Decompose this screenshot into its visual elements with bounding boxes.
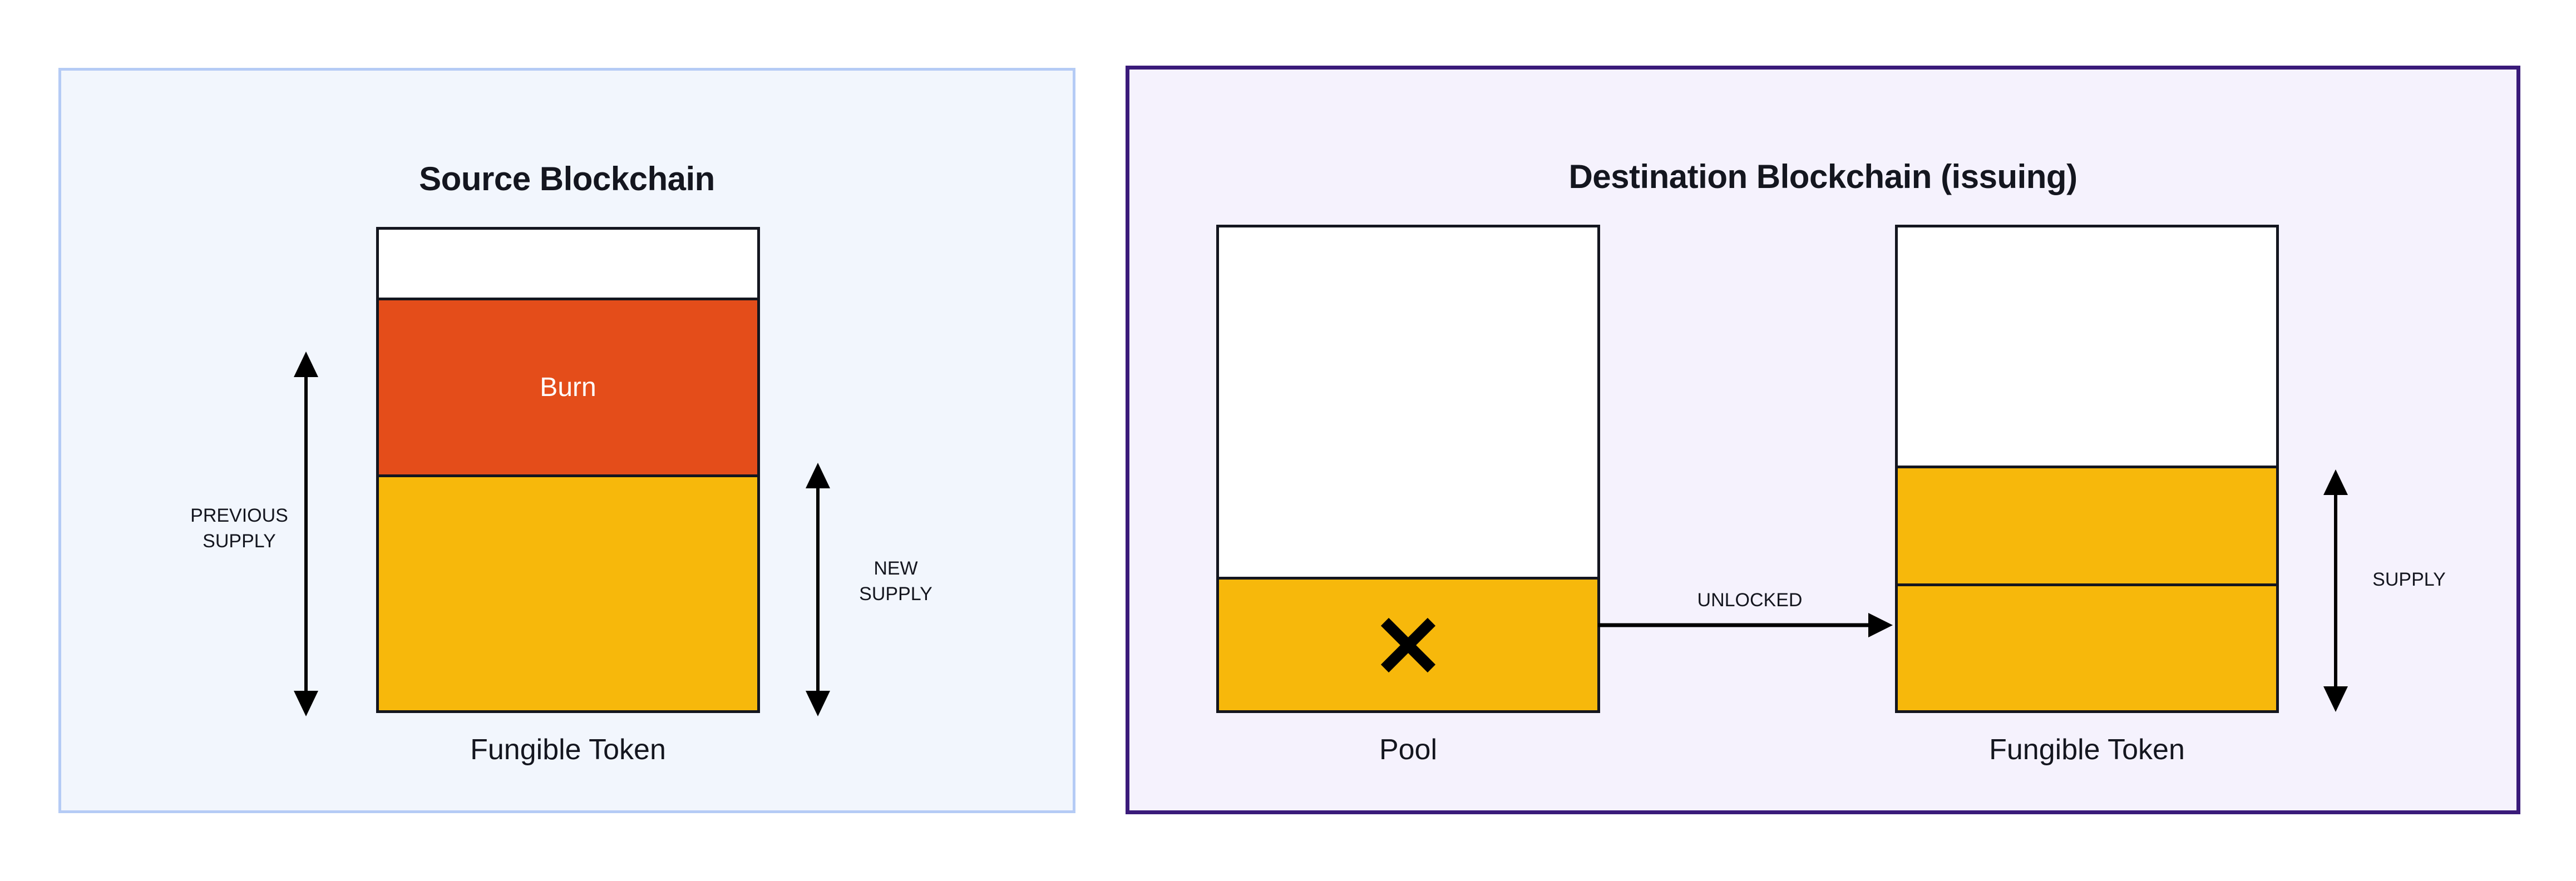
- destination-fungible-token-bar: [1895, 225, 2279, 713]
- pool-caption: Pool: [1379, 734, 1438, 766]
- new-supply-measure-arrow: [801, 462, 835, 720]
- pool-bar: [1216, 225, 1600, 713]
- source-bar-segment-burn: Burn: [379, 298, 757, 474]
- destination-bar-segment-empty: [1898, 227, 2276, 466]
- source-fungible-token-bar: Burn: [376, 227, 760, 713]
- previous-supply-measure-arrow: [289, 350, 323, 720]
- new-supply-label: NEW SUPPLY: [859, 558, 932, 605]
- previous-supply-label: PREVIOUS SUPPLY: [190, 505, 288, 552]
- source-bar-segment-empty: [379, 230, 757, 298]
- source-bar-segment-token: [379, 474, 757, 710]
- pool-bar-segment-token: [1219, 577, 1597, 710]
- x-mark-icon: [1219, 580, 1597, 710]
- unlocked-label: UNLOCKED: [1697, 590, 1803, 611]
- pool-bar-segment-empty: [1219, 227, 1597, 577]
- source-panel-title: Source Blockchain: [419, 160, 715, 197]
- destination-bar-segment-unlocked: [1898, 466, 2276, 583]
- destination-fungible-token-caption: Fungible Token: [1989, 734, 2185, 766]
- destination-bar-segment-existing: [1898, 583, 2276, 710]
- supply-measure-arrow: [2319, 468, 2352, 716]
- destination-panel-title: Destination Blockchain (issuing): [1568, 158, 2077, 195]
- unlocked-flow-arrow: [1598, 590, 1898, 659]
- supply-label: SUPPLY: [2372, 569, 2446, 590]
- burn-label: Burn: [540, 372, 596, 402]
- source-fungible-token-caption: Fungible Token: [470, 734, 666, 766]
